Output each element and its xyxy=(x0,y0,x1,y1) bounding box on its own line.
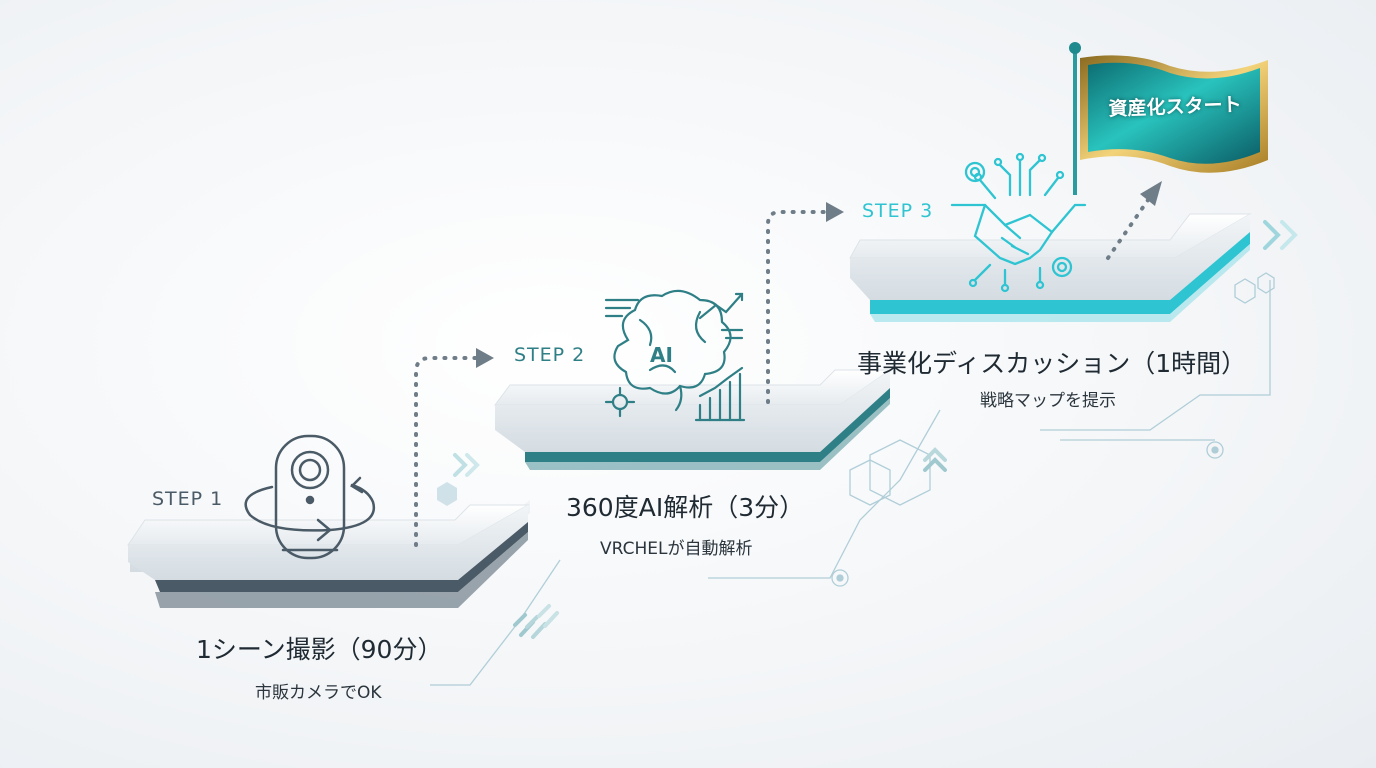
dotted-arrow-3 xyxy=(1106,181,1162,260)
step-1-description: 市販カメラでOK xyxy=(255,683,382,703)
camera-360-icon xyxy=(244,434,376,560)
step-3-platform xyxy=(849,213,1252,322)
step-2-description: VRCHELが自動解析 xyxy=(600,539,753,559)
ai-brain-icon: AI xyxy=(604,289,746,422)
step-1-platform xyxy=(127,500,530,608)
step-2-title: 360度AI解析（3分） xyxy=(566,493,805,522)
step-1-label: STEP 1 xyxy=(152,488,224,510)
svg-text:AI: AI xyxy=(650,343,673,367)
step-1-title: 1シーン撮影（90分） xyxy=(196,635,443,664)
dotted-arrow-1 xyxy=(414,348,494,547)
chevron-arrows-decoration xyxy=(453,220,1298,639)
step-3-title: 事業化ディスカッション（1時間） xyxy=(857,349,1247,378)
step-3-label: STEP 3 xyxy=(862,200,934,222)
circuit-decoration xyxy=(430,272,1275,686)
flag-icon xyxy=(1069,42,1268,195)
step-2-platform xyxy=(494,369,892,470)
step-3-description: 戦略マップを提示 xyxy=(980,391,1116,411)
dotted-arrow-2 xyxy=(766,202,844,404)
step-2-label: STEP 2 xyxy=(514,344,586,366)
handshake-icon xyxy=(950,152,1087,293)
